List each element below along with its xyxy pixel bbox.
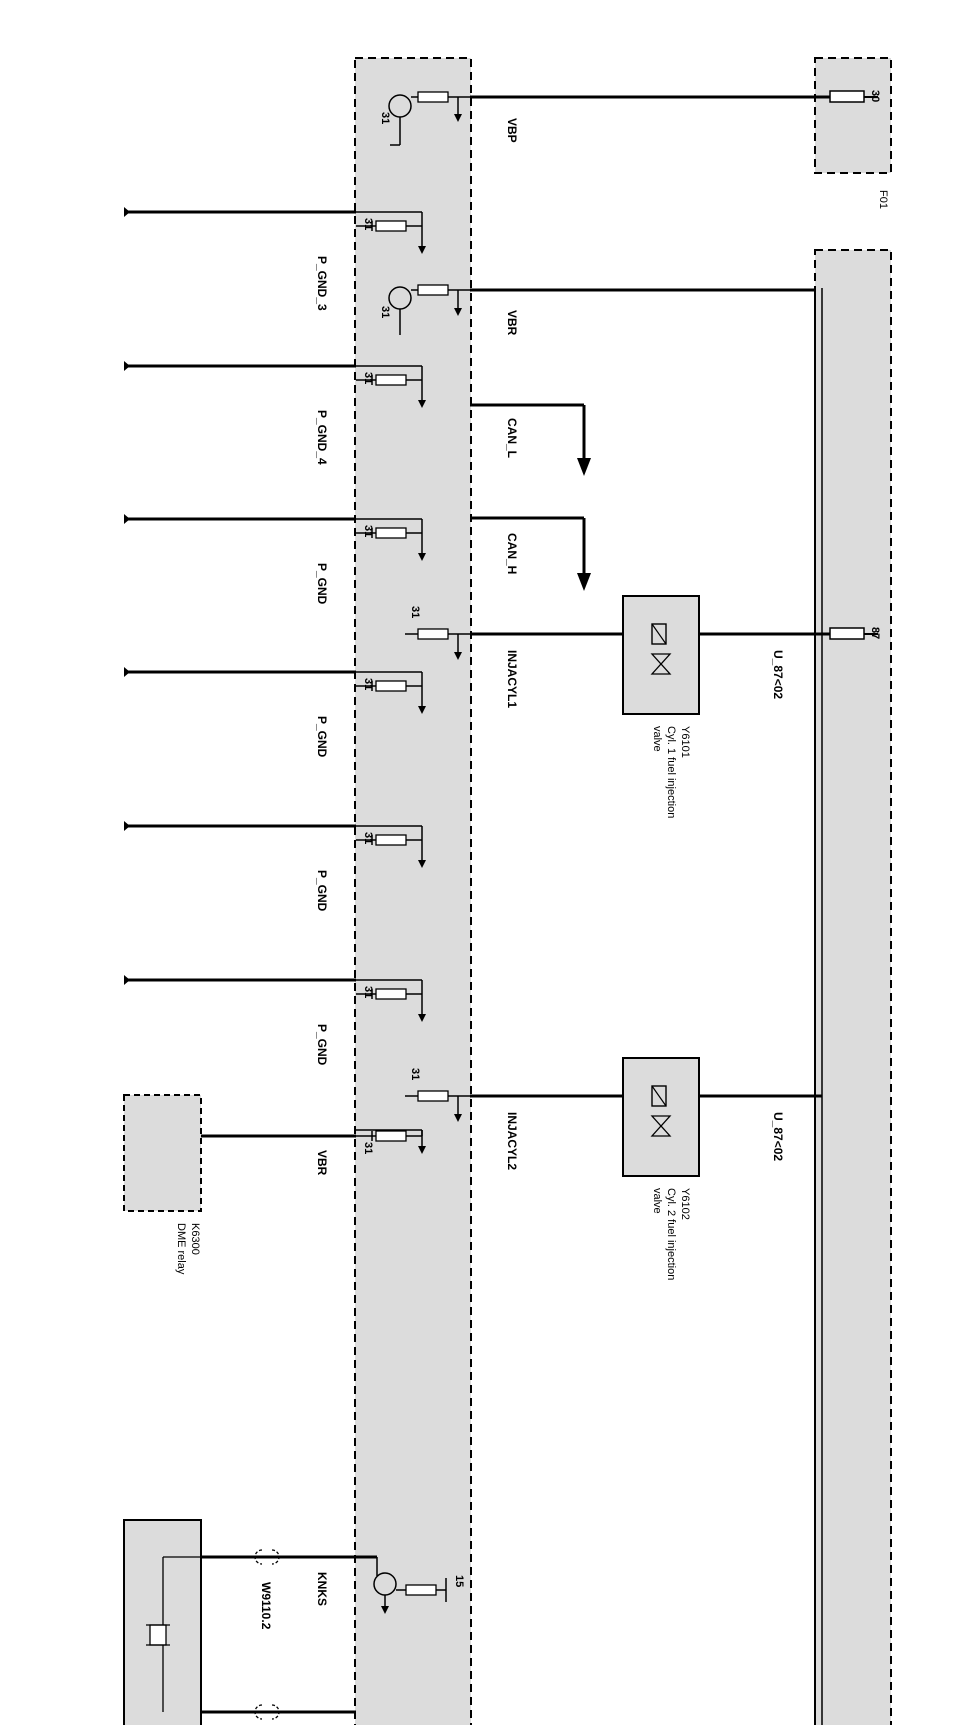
ground-line-1: 31P_GND_3 (124, 207, 426, 311)
ground-label: P_GND (315, 870, 329, 912)
ground-pin-label: 31 (362, 832, 374, 844)
ground-pin-label: 31 (362, 525, 374, 537)
injcyl1-driver-icon (405, 628, 470, 660)
dme-relay-id: K6300 (189, 1223, 201, 1255)
vbr2-label: VBR (315, 1150, 329, 1176)
knks-pin-15: 15 (453, 1575, 465, 1587)
ground-label: P_GND (315, 716, 329, 758)
vbr2-ground-pin: 31 (362, 1142, 374, 1154)
vbr-transistor-icon (388, 284, 470, 335)
u87-1-label: U_87<02 (771, 650, 785, 699)
vbp-ground-pin: 31 (379, 112, 391, 124)
injector-2-name-line2: valve (651, 1188, 663, 1214)
ground-line-2: 31P_GND_4 (124, 361, 426, 465)
injector-2-id: Y6102 (679, 1188, 691, 1220)
injcyl2-driver-icon (405, 1090, 470, 1122)
injcyl2-label: INJACYL2 (505, 1112, 519, 1170)
inj1-ground-pin: 31 (409, 606, 421, 618)
injector-1-valve-icon (650, 623, 672, 675)
can-l-line (470, 403, 591, 476)
ground-label: P_GND_3 (315, 256, 329, 311)
ground-pin-label: 31 (362, 678, 374, 690)
u87-2-label: U_87<02 (771, 1112, 785, 1161)
injector-2-valve-icon (650, 1085, 672, 1137)
fuse-f01-box (814, 57, 892, 174)
injector-1-name-line2: valve (651, 726, 663, 752)
ground-pin-label: 31 (362, 218, 374, 230)
vbp-label: VBP (505, 118, 519, 143)
ground-line-6: 31P_GND (124, 975, 426, 1066)
injcyl1-label: INJACYL1 (505, 650, 519, 708)
can-h-line (470, 516, 591, 591)
fuse-30-symbol (829, 90, 865, 103)
ground-line-3: 31P_GND (124, 514, 426, 605)
ground-pin-label: 31 (362, 986, 374, 998)
power-distribution-box (814, 249, 892, 1725)
ground-label: P_GND_4 (315, 410, 329, 465)
ground-line-4: 31P_GND (124, 667, 426, 758)
ground-label: P_GND (315, 563, 329, 605)
injector-1-name-line1: Cyl. 1 fuel injection (665, 726, 677, 818)
inj2-ground-pin: 31 (409, 1068, 421, 1080)
can-h-label: CAN_H (505, 533, 519, 574)
connector-w9110-icon (254, 1549, 280, 1720)
fuse-87-symbol (829, 627, 865, 640)
dme-relay-name: DME relay (175, 1223, 187, 1275)
vbr-ground-pin: 31 (379, 306, 391, 318)
dme-relay-box (123, 1094, 202, 1212)
dme-control-unit-box (354, 57, 472, 1725)
fuse-label: F01 (877, 190, 889, 209)
vbr2-pin-icon (356, 1129, 426, 1154)
knks-transistor-icon (373, 1557, 447, 1614)
connector-label: W9110.2 (259, 1582, 273, 1630)
ground-pin-label: 31 (362, 372, 374, 384)
can-l-label: CAN_L (505, 418, 519, 458)
vbr-label: VBR (505, 310, 519, 336)
injector-2-name-line1: Cyl. 2 fuel injection (665, 1188, 677, 1280)
knock-sensor-piezo-icon (146, 1556, 201, 1712)
ground-label: P_GND (315, 1024, 329, 1066)
injector-1-box (622, 595, 700, 715)
injector-2-box (622, 1057, 700, 1177)
ground-line-5: 31P_GND (124, 821, 426, 912)
vbp-transistor-icon (388, 91, 470, 146)
fuse-pin-87: 87 (869, 627, 881, 639)
fuse-pin-30: 30 (869, 90, 881, 102)
knks-label: KNKS (315, 1572, 329, 1606)
injector-1-id: Y6101 (679, 726, 691, 758)
